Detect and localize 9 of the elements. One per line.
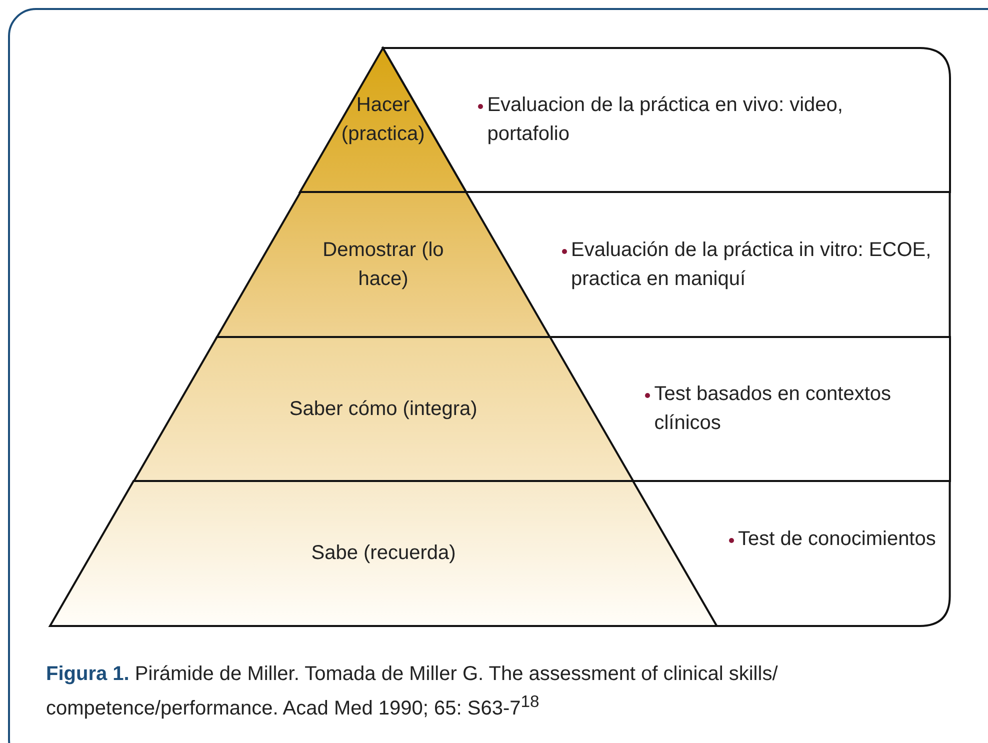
bullet-text: Test basados en contextos clínicos xyxy=(654,382,892,436)
bullet-text: Evaluacion de la práctica en vivo: video, portafolio xyxy=(487,93,844,147)
figure-caption: Figura 1. Pirámide de Miller. Tomada de Miller G. The assessment of clinical skills/ competence/performance. Acad Med 1990; 65: S63-7$^{18}$ xyxy=(46,662,779,722)
bullet-text: Evaluación de la práctica in vitro: ECOE, practica en maniquí xyxy=(570,238,932,292)
tier-label: Hacer (practica) xyxy=(340,93,426,147)
bullet-text: Test de conocimientos xyxy=(738,526,937,552)
tier-label: Saber cómo (integra) xyxy=(288,396,478,422)
tier-label: Demostrar (lo hace) xyxy=(322,238,445,292)
tier-label: Sabe (recuerda) xyxy=(310,541,457,566)
